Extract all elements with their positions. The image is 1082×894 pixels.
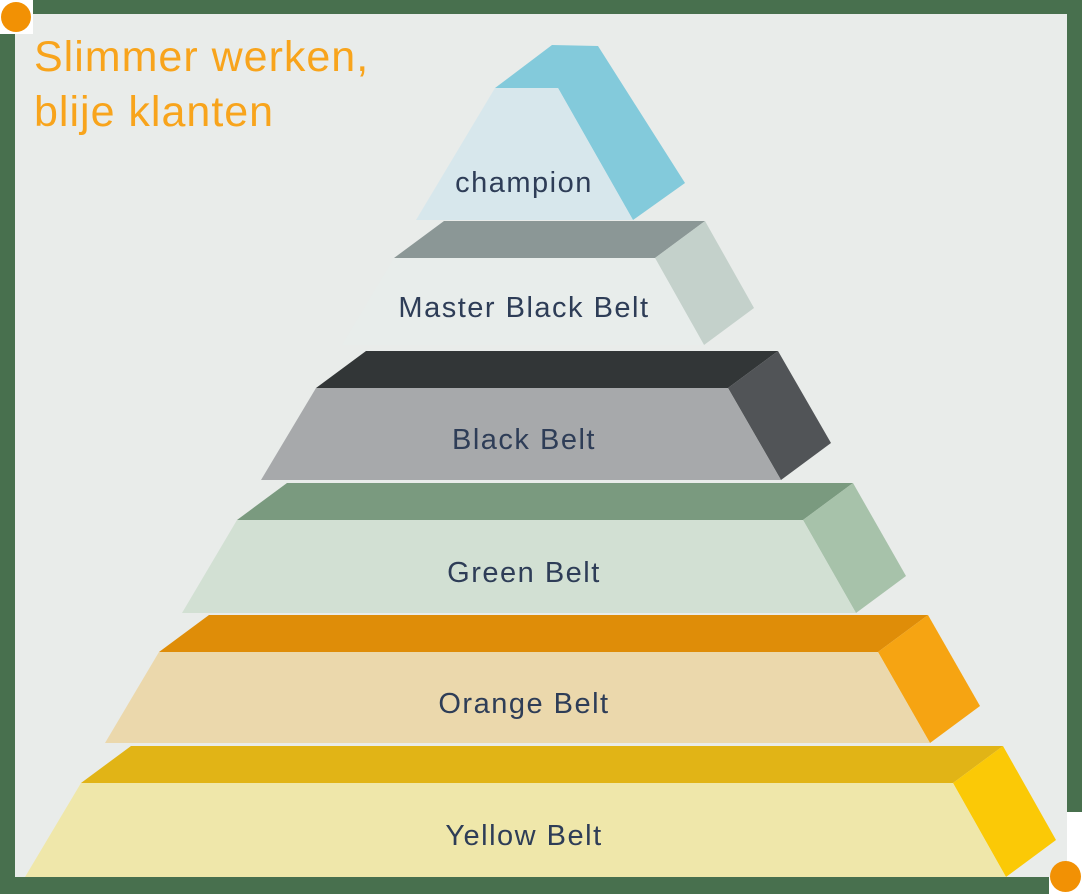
tier-black-belt-top-face [316,351,778,388]
page-title-line2: blije klanten [34,88,275,136]
tier-black-belt-front-face [261,388,781,480]
page-title-line1: Slimmer werken, [34,33,370,81]
tier-black-belt: Black Belt [261,351,831,480]
tier-orange-belt-front-face [105,652,930,743]
tier-green-belt: Green Belt [182,483,906,613]
tier-yellow-belt-label: Yellow Belt [445,820,602,852]
tier-green-belt-side-face [803,483,906,613]
tier-champion-front-face [416,88,633,220]
tier-master-black-belt-label: Master Black Belt [398,292,649,324]
tier-yellow-belt-side-face [953,746,1056,877]
tier-yellow-belt-top-face [81,746,1003,783]
tier-green-belt-front-face [182,520,856,613]
tier-black-belt-side-face [728,351,831,480]
tier-orange-belt-top-face [159,615,928,652]
tier-yellow-belt-front-face [25,783,1006,877]
top-left-accent-dot [1,2,31,32]
bottom-right-accent-dot [1050,861,1081,892]
tier-orange-belt: Orange Belt [105,615,980,743]
tier-black-belt-label: Black Belt [452,424,596,456]
tier-yellow-belt: Yellow Belt [25,746,1056,877]
tier-green-belt-label: Green Belt [447,557,601,589]
tier-orange-belt-label: Orange Belt [438,688,609,720]
tier-champion-label: champion [455,167,593,199]
page-title: Slimmer werken, blije klanten [34,30,369,140]
tier-master-black-belt-top-face [394,221,705,258]
tier-champion-side-face [495,45,685,220]
tier-master-black-belt-front-face [342,258,704,345]
tier-champion: champion [416,45,685,220]
tier-master-black-belt: Master Black Belt [342,221,754,345]
tier-orange-belt-side-face [878,615,980,743]
tier-green-belt-top-face [237,483,853,520]
tier-master-black-belt-side-face [655,221,754,345]
